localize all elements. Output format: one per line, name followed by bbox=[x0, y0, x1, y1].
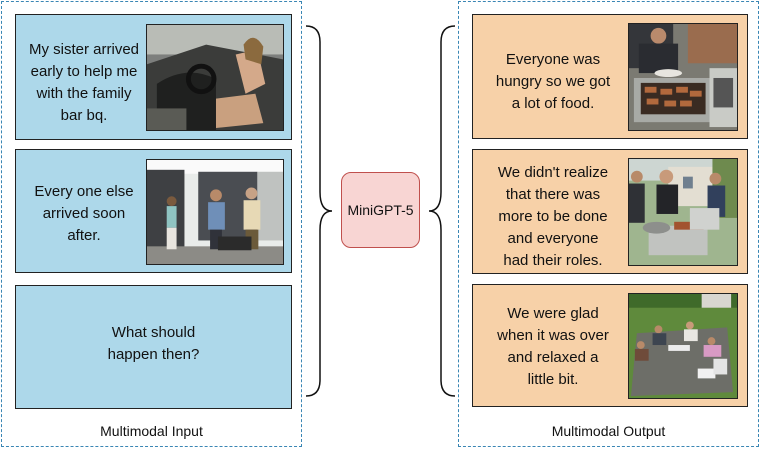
input-card-2: Every one else arrived soon after. bbox=[15, 149, 292, 273]
input-card-1: My sister arrived early to help me with … bbox=[15, 14, 292, 140]
photo-grill-with-meat bbox=[628, 23, 738, 131]
input-card-1-text: My sister arrived early to help me with … bbox=[28, 41, 140, 124]
output-card-2: We didn't realize that there was more to… bbox=[472, 149, 748, 274]
photo-woman-in-car bbox=[146, 24, 284, 131]
input-card-3: What should happen then? bbox=[15, 285, 292, 409]
input-brace bbox=[305, 25, 333, 397]
multimodal-input-caption: Multimodal Input bbox=[100, 423, 203, 439]
photo-guests-in-garage bbox=[146, 159, 284, 265]
output-brace bbox=[428, 25, 456, 397]
multimodal-output-group: Everyone was hungry so we got a lot of f… bbox=[458, 1, 759, 447]
multimodal-output-caption: Multimodal Output bbox=[551, 423, 666, 439]
output-card-1-text: Everyone was hungry so we got a lot of f… bbox=[495, 51, 611, 112]
minigpt-5-model-box: MiniGPT-5 bbox=[341, 172, 420, 248]
model-label: MiniGPT-5 bbox=[347, 202, 414, 218]
photo-men-grilling bbox=[628, 158, 738, 266]
output-card-3: We were glad when it was over and relaxe… bbox=[472, 284, 748, 407]
input-card-3-text: What should happen then? bbox=[107, 324, 200, 363]
output-card-2-text: We didn't realize that there was more to… bbox=[497, 164, 609, 269]
output-card-3-text: We were glad when it was over and relaxe… bbox=[497, 305, 609, 388]
photo-people-relaxing-in-yard bbox=[628, 293, 738, 399]
input-card-2-text: Every one else arrived soon after. bbox=[34, 183, 134, 244]
output-card-1: Everyone was hungry so we got a lot of f… bbox=[472, 14, 748, 139]
multimodal-input-group: My sister arrived early to help me with … bbox=[1, 1, 302, 447]
